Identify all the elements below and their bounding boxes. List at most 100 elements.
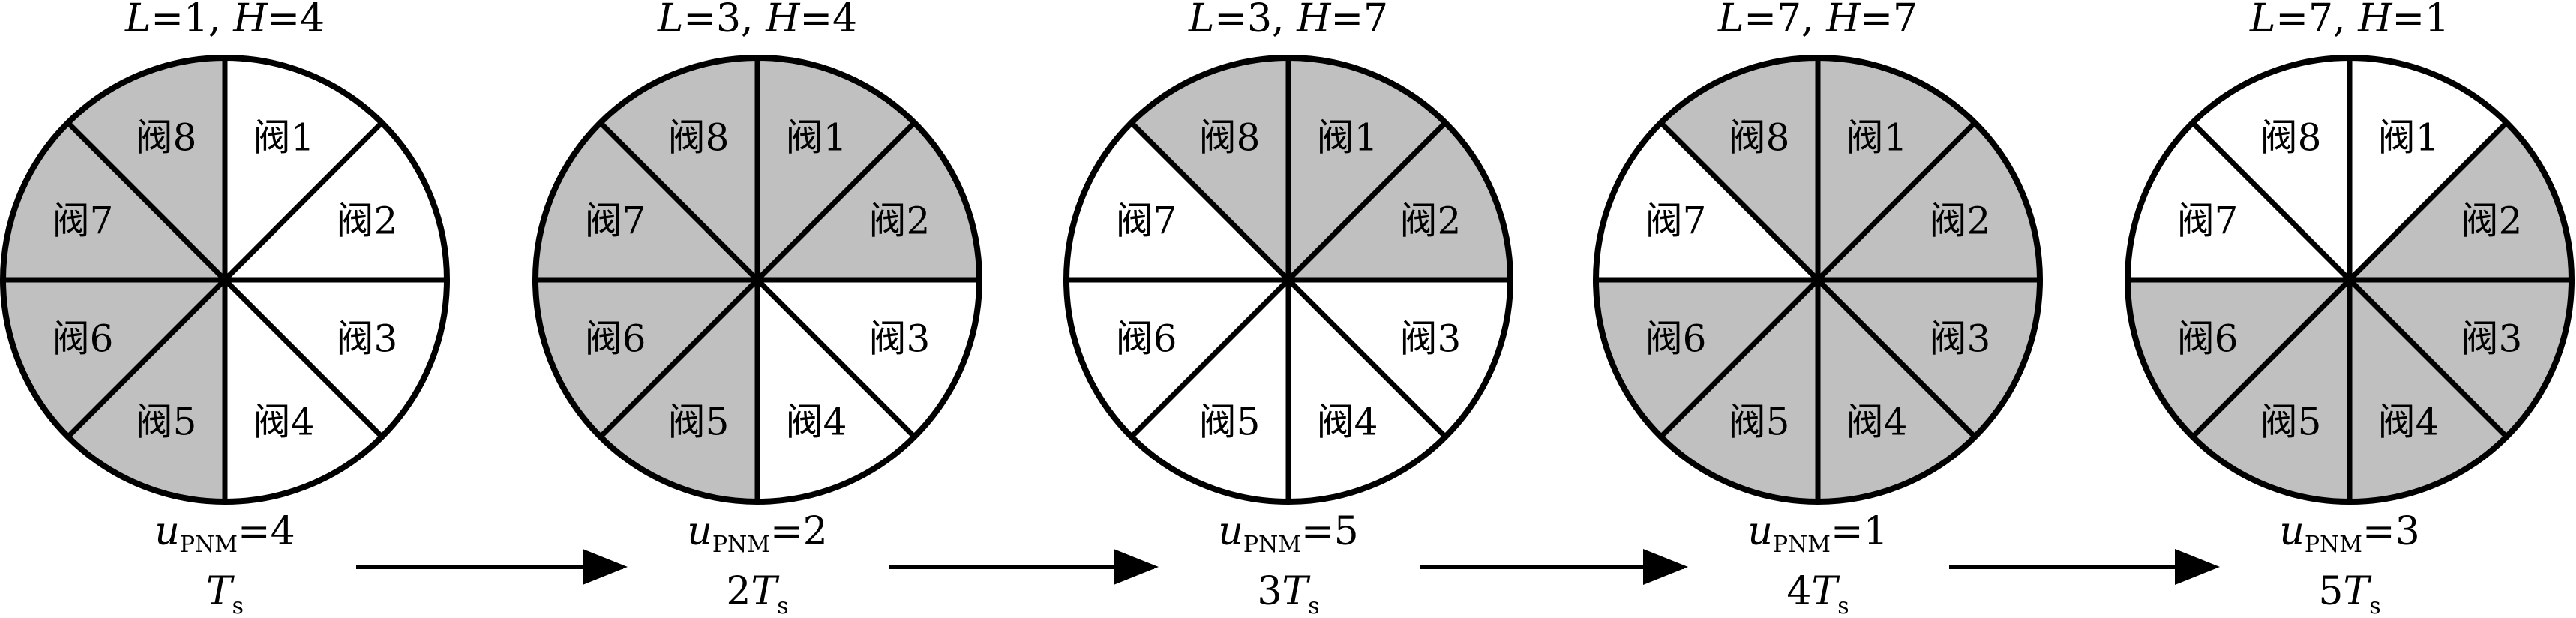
valve-label-6: 阀6 xyxy=(585,317,646,361)
valve-label-6: 阀6 xyxy=(52,317,114,361)
valve-label-7: 阀7 xyxy=(52,200,114,243)
valve-label-2: 阀2 xyxy=(868,200,930,243)
valve-label-8: 阀8 xyxy=(1199,116,1261,160)
valve-label-4: 阀4 xyxy=(1317,400,1378,443)
u-symbol: u xyxy=(1218,509,1243,554)
wheel-outline xyxy=(1593,55,2043,505)
l-value: =1, xyxy=(151,0,233,41)
u-symbol: u xyxy=(687,509,712,554)
time-subscript: s xyxy=(1837,593,1849,618)
valve-label-6: 阀6 xyxy=(2177,317,2239,361)
u-pnm-value: uPNM=4 xyxy=(154,509,295,558)
u-number: =1 xyxy=(1831,509,1888,554)
wheel-outline xyxy=(2125,55,2575,505)
u-number: =3 xyxy=(2362,509,2420,554)
time-label: 2Ts xyxy=(726,569,788,618)
valve-label-8: 阀8 xyxy=(136,116,197,160)
l-value: =3, xyxy=(1214,0,1297,41)
time-subscript: s xyxy=(2369,593,2380,618)
time-coefficient: 4 xyxy=(1786,569,1811,614)
h-symbol: H xyxy=(765,0,801,41)
valve-label-6: 阀6 xyxy=(1645,317,1707,361)
valve-label-4: 阀4 xyxy=(1846,400,1908,443)
u-symbol: u xyxy=(154,509,180,554)
l-value: =7, xyxy=(2275,0,2358,41)
valve-label-4: 阀4 xyxy=(2378,400,2440,443)
time-label: 5Ts xyxy=(2318,569,2380,618)
valve-label-3: 阀3 xyxy=(336,317,397,361)
h-symbol: H xyxy=(232,0,268,41)
u-pnm-value: uPNM=5 xyxy=(1218,509,1358,558)
time-coefficient: 5 xyxy=(2318,569,2343,614)
u-pnm-value: uPNM=3 xyxy=(2279,509,2419,558)
h-value: =4 xyxy=(799,0,857,41)
valve-label-5: 阀5 xyxy=(136,400,197,443)
time-symbol: T xyxy=(206,569,235,614)
valve-label-3: 阀3 xyxy=(2461,317,2522,361)
valve-label-7: 阀7 xyxy=(585,200,646,243)
valve-label-7: 阀7 xyxy=(1116,200,1177,243)
time-label: Ts xyxy=(206,569,244,618)
l-value: =3, xyxy=(683,0,766,41)
u-pnm-value: uPNM=2 xyxy=(687,509,827,558)
time-symbol: T xyxy=(1812,569,1840,614)
valve-label-5: 阀5 xyxy=(2260,400,2322,443)
time-subscript: s xyxy=(232,593,244,618)
valve-label-3: 阀3 xyxy=(1399,317,1461,361)
h-value: =7 xyxy=(1860,0,1918,41)
valve-label-1: 阀1 xyxy=(2378,116,2440,160)
u-subscript: PNM xyxy=(2305,532,2362,558)
time-label: 3Ts xyxy=(1257,569,1319,618)
valve-label-7: 阀7 xyxy=(2177,200,2239,243)
valve-label-4: 阀4 xyxy=(253,400,315,443)
valve-label-7: 阀7 xyxy=(1645,200,1707,243)
u-subscript: PNM xyxy=(1243,532,1301,558)
u-symbol: u xyxy=(2279,509,2305,554)
u-number: =2 xyxy=(770,509,828,554)
time-symbol: T xyxy=(1282,569,1311,614)
u-pnm-value: uPNM=1 xyxy=(1747,509,1888,558)
u-number: =5 xyxy=(1301,509,1359,554)
valve-label-4: 阀4 xyxy=(786,400,847,443)
valve-label-2: 阀2 xyxy=(336,200,397,243)
valve-label-1: 阀1 xyxy=(786,116,847,160)
u-symbol: u xyxy=(1747,509,1773,554)
h-value: =1 xyxy=(2392,0,2449,41)
h-value: =7 xyxy=(1330,0,1388,41)
valve-label-5: 阀5 xyxy=(1199,400,1261,443)
valve-label-8: 阀8 xyxy=(668,116,730,160)
valve-label-1: 阀1 xyxy=(253,116,315,160)
wheel-outline xyxy=(0,55,450,505)
h-symbol: H xyxy=(1296,0,1332,41)
l-symbol: L xyxy=(2249,0,2276,41)
state-title: L=7, H=1 xyxy=(2249,0,2449,41)
l-value: =7, xyxy=(1744,0,1826,41)
valve-label-3: 阀3 xyxy=(868,317,930,361)
valve-label-1: 阀1 xyxy=(1317,116,1378,160)
l-symbol: L xyxy=(1188,0,1215,41)
time-coefficient: 3 xyxy=(1257,569,1282,614)
h-symbol: H xyxy=(2357,0,2393,41)
wheel-outline xyxy=(1063,55,1513,505)
valve-label-8: 阀8 xyxy=(1729,116,1790,160)
valve-label-6: 阀6 xyxy=(1116,317,1177,361)
time-symbol: T xyxy=(751,569,780,614)
valve-label-1: 阀1 xyxy=(1846,116,1908,160)
state-title: L=3, H=7 xyxy=(1188,0,1388,41)
u-number: =4 xyxy=(238,509,295,554)
l-symbol: L xyxy=(124,0,151,41)
valve-label-3: 阀3 xyxy=(1929,317,1990,361)
l-symbol: L xyxy=(1717,0,1744,41)
valve-label-8: 阀8 xyxy=(2260,116,2322,160)
valve-label-2: 阀2 xyxy=(1929,200,1990,243)
u-subscript: PNM xyxy=(1773,532,1831,558)
time-subscript: s xyxy=(1308,593,1319,618)
state-title: L=7, H=7 xyxy=(1717,0,1918,41)
l-symbol: L xyxy=(657,0,684,41)
